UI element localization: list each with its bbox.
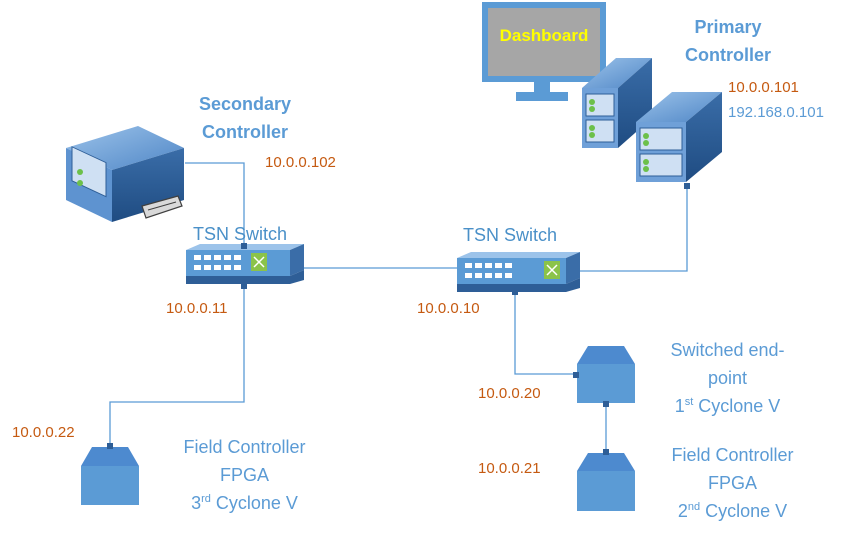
secondary-controller-server (66, 126, 184, 222)
field-controller-2-line1: Field Controller (671, 445, 794, 465)
link-right-switch-to-endpoint (514, 290, 577, 375)
field-controller-2-line2: FPGA (707, 473, 757, 493)
connection-lines (109, 162, 688, 453)
switched-endpoint-line3-rest: Cyclone V (693, 396, 781, 416)
field-controller-2-line3-rest: Cyclone V (700, 501, 788, 521)
tsn-switch-left-ip: 10.0.0.11 (166, 300, 228, 317)
primary-controller-title-line1: Primary (694, 17, 762, 37)
tsn-switch-right-device (457, 252, 580, 292)
field-controller-3-line2: FPGA (219, 465, 269, 485)
dashboard-monitor (482, 2, 606, 101)
field-controller-3-line1: Field Controller (183, 437, 306, 457)
field-controller-3-line3-rest: Cyclone V (210, 493, 298, 513)
primary-controller-title: Primary Controller (668, 13, 788, 69)
switched-endpoint-device (573, 346, 635, 407)
tsn-switch-left-device (186, 244, 304, 284)
field-controller-3-label: Field Controller FPGA 3rd Cyclone V (162, 433, 327, 517)
switched-endpoint-line2: point (707, 368, 748, 388)
secondary-controller-ip: 10.0.0.102 (265, 154, 336, 171)
link-left-switch-to-field3 (109, 286, 245, 447)
field-controller-2-device (577, 449, 635, 511)
field-controller-3-line3: 3rd Cyclone V (162, 489, 327, 517)
switched-endpoint-line3-num: 1 (674, 396, 685, 416)
switched-endpoint-line1: Switched end- (670, 340, 785, 360)
secondary-controller-title-line2: Controller (201, 122, 288, 142)
field-controller-3-line3-num: 3 (191, 493, 202, 513)
link-primary-to-right-switch (578, 188, 688, 272)
switched-endpoint-line3-sup: st (684, 396, 694, 408)
secondary-controller-title: Secondary Controller (180, 90, 310, 146)
primary-controller-ip2: 192.168.0.101 (728, 104, 824, 121)
switched-endpoint-line3: 1st Cyclone V (650, 392, 805, 420)
field-controller-3-device (81, 443, 139, 505)
primary-controller-servers (582, 58, 722, 182)
tsn-switch-left-label: TSN Switch (193, 224, 288, 244)
field-controller-3-line3-sup: rd (201, 493, 211, 505)
primary-controller-title-line2: Controller (684, 45, 771, 65)
field-controller-2-line3: 2nd Cyclone V (650, 497, 815, 525)
primary-controller-ip1: 10.0.0.101 (728, 79, 799, 96)
link-secondary-to-left-switch (185, 162, 245, 248)
tsn-switch-right-ip: 10.0.0.10 (417, 300, 480, 317)
switched-endpoint-label: Switched end- point 1st Cyclone V (650, 336, 805, 420)
field-controller-2-line3-num: 2 (677, 501, 688, 521)
secondary-controller-title-line1: Secondary (198, 94, 292, 114)
dashboard-label: Dashboard (499, 26, 589, 45)
field-controller-3-ip: 10.0.0.22 (12, 424, 75, 441)
field-controller-2-label: Field Controller FPGA 2nd Cyclone V (650, 441, 815, 525)
tsn-switch-right-label: TSN Switch (463, 225, 558, 245)
field-controller-2-line3-sup: nd (687, 501, 701, 513)
field-controller-2-ip: 10.0.0.21 (478, 460, 541, 477)
connector-nubs (241, 183, 690, 295)
switched-endpoint-ip: 10.0.0.20 (478, 385, 541, 402)
